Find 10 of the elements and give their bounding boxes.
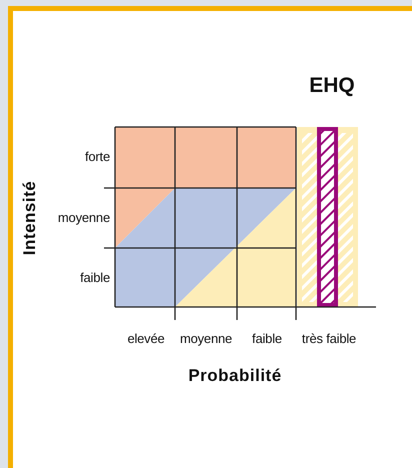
- axis-title: Probabilité: [187, 366, 283, 386]
- chart-title: EHQ: [308, 74, 356, 98]
- row-label: faible: [79, 270, 110, 285]
- column-label: elevée: [126, 331, 166, 346]
- row-label: forte: [84, 149, 110, 164]
- column-label: faible: [251, 331, 283, 346]
- column-label: très faible: [300, 331, 358, 346]
- axis-title: Intensité: [20, 180, 40, 258]
- row-label: moyenne: [56, 210, 110, 225]
- column-label: moyenne: [178, 331, 234, 346]
